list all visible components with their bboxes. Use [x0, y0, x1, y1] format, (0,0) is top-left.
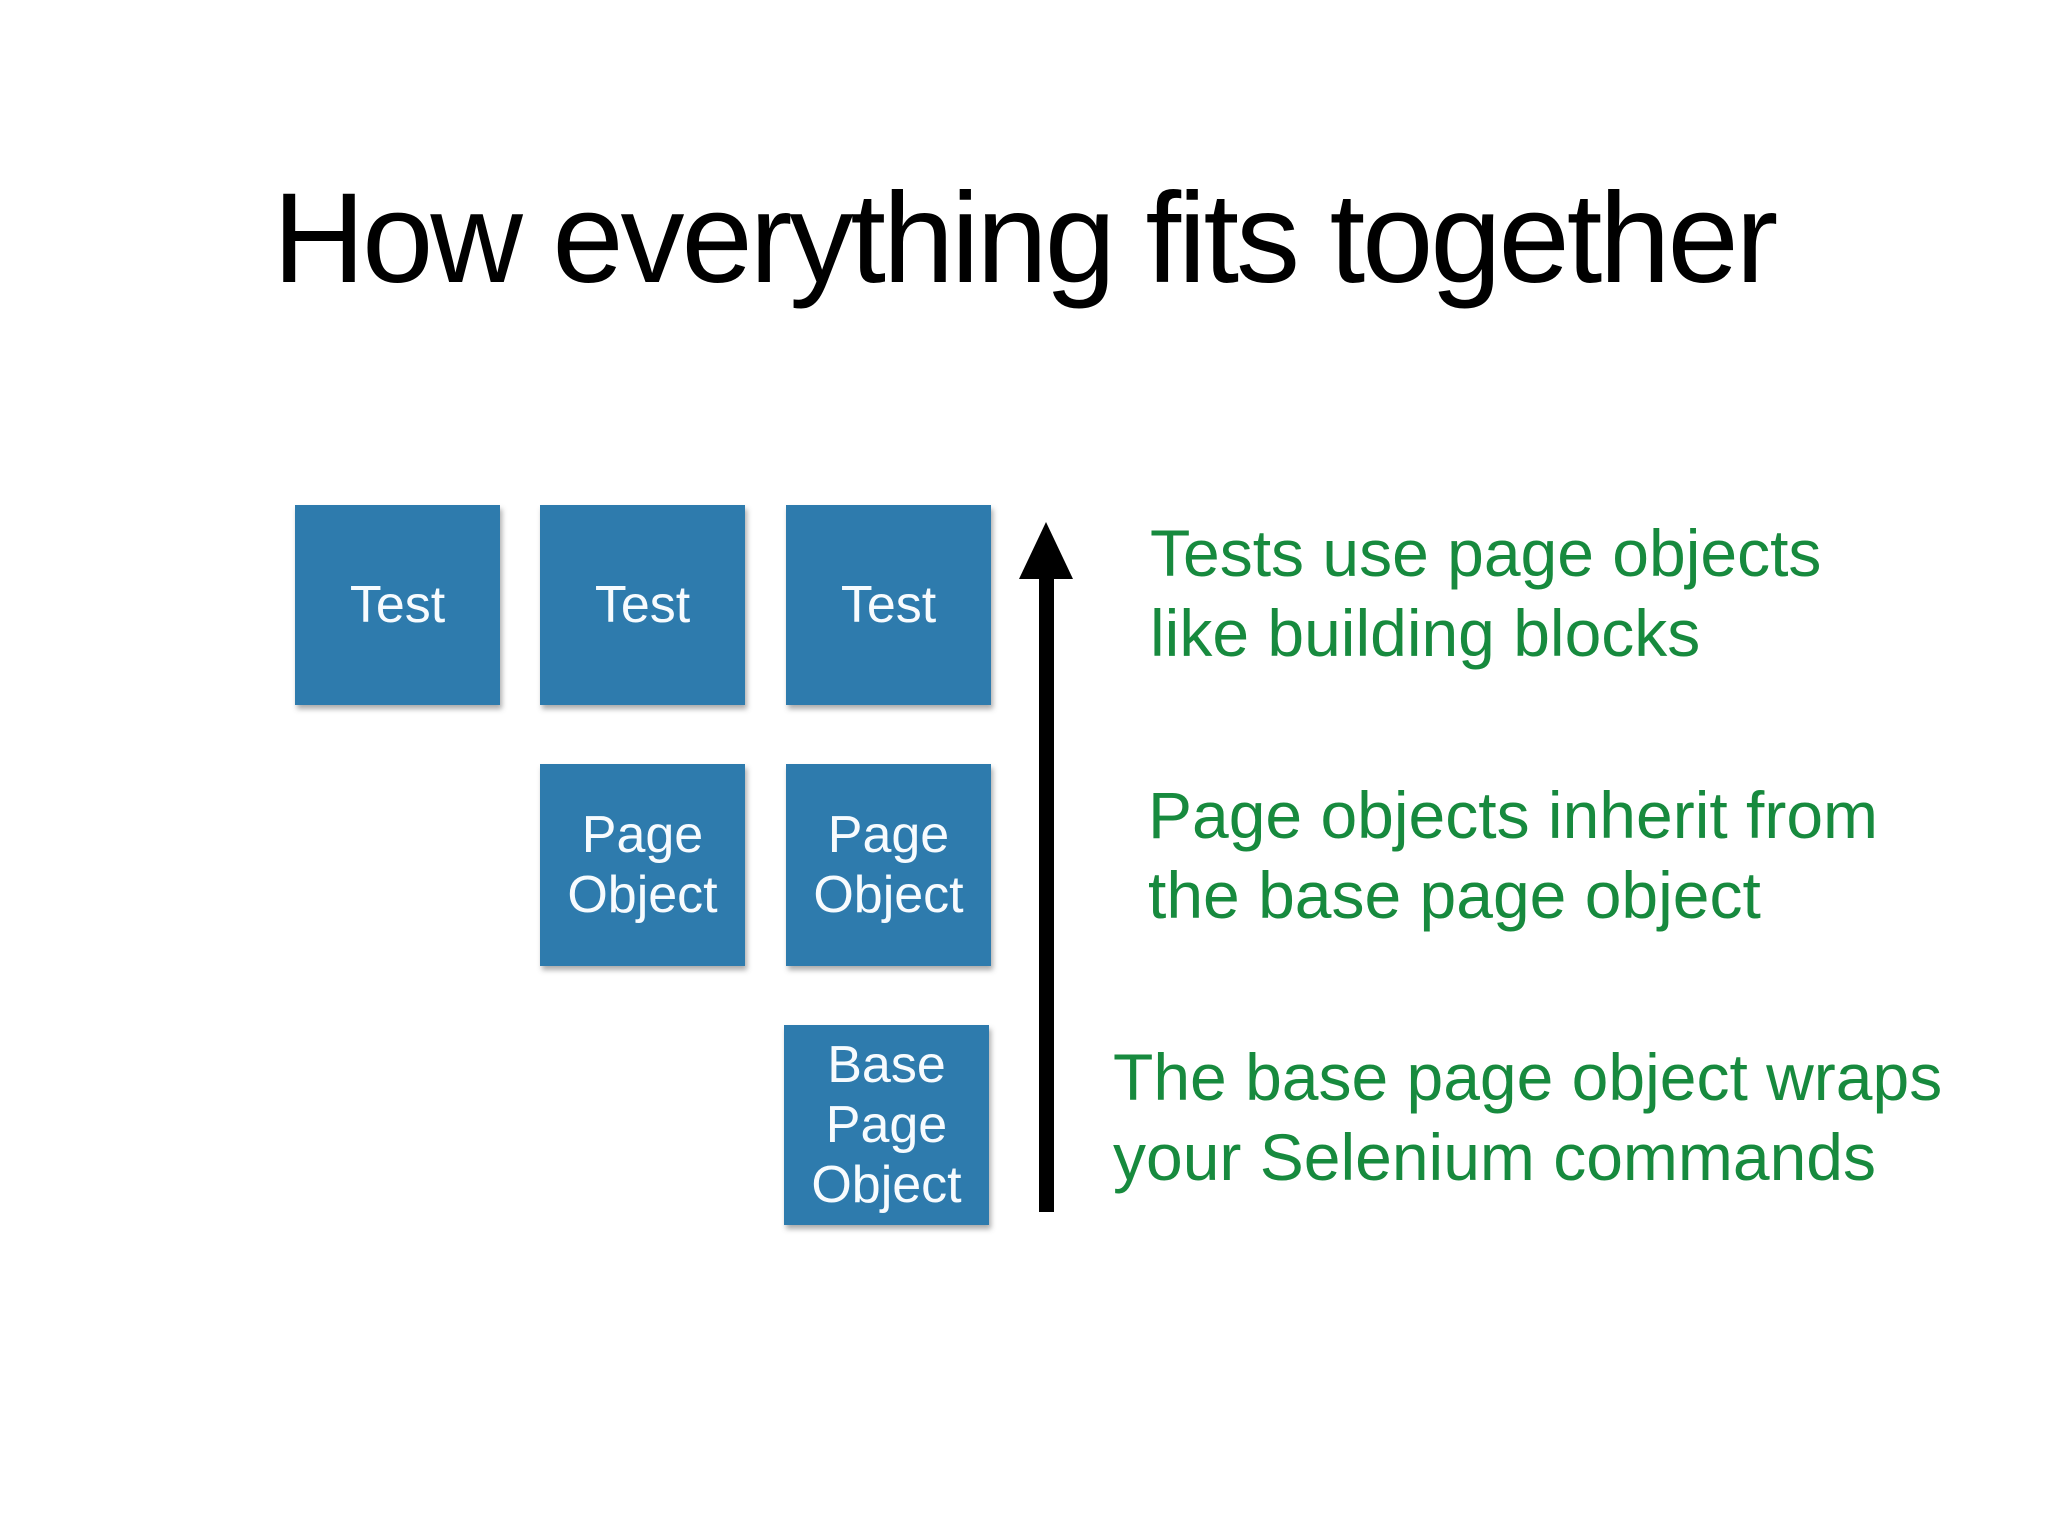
test-box-2: Test [540, 505, 745, 705]
page-title: How everything fits together [272, 167, 1779, 310]
box-label: Test [594, 576, 691, 634]
box-label: Test [840, 576, 937, 634]
annotation-line: like building blocks [1150, 596, 1701, 670]
annotation-tests: Tests use page objects like building blo… [1150, 513, 1821, 673]
annotation-line: the base page object [1148, 858, 1761, 932]
test-box-3: Test [786, 505, 991, 705]
box-label-line: Page [827, 806, 950, 864]
annotation-base-page-object: The base page object wraps your Selenium… [1113, 1037, 1942, 1197]
annotation-line: your Selenium commands [1113, 1120, 1876, 1194]
box-label-line: Object [813, 866, 964, 924]
annotation-line: Tests use page objects [1150, 516, 1822, 590]
box-label-line: Object [567, 866, 718, 924]
test-box-1: Test [295, 505, 500, 705]
page-object-box-2: Page Object [786, 764, 991, 966]
box-label-line: Page [581, 806, 704, 864]
base-page-object-box: Base Page Object [784, 1025, 989, 1225]
box-label-line: Page [825, 1096, 948, 1154]
box-label-line: Base [827, 1036, 946, 1094]
annotation-page-objects: Page objects inherit from the base page … [1148, 775, 1878, 935]
annotation-line: The base page object wraps [1113, 1040, 1943, 1114]
arrow-head [1019, 522, 1073, 579]
page-object-box-1: Page Object [540, 764, 745, 966]
box-label-line: Object [811, 1156, 962, 1214]
arrow-shaft [1039, 574, 1054, 1212]
annotation-line: Page objects inherit from [1148, 778, 1879, 852]
box-label: Test [349, 576, 446, 634]
